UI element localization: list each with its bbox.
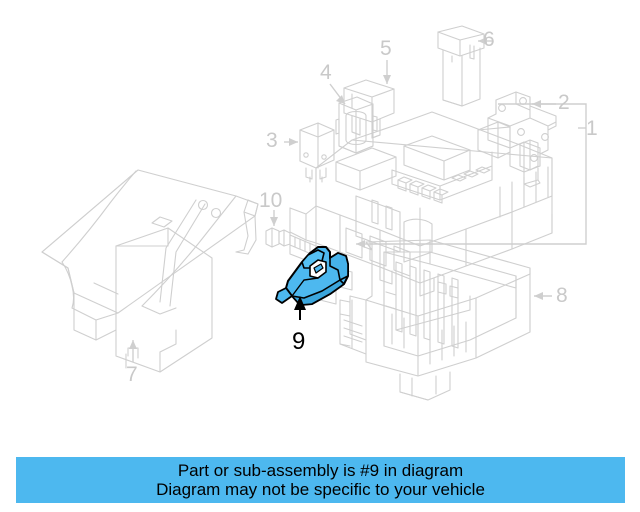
callout-label-4: 4 xyxy=(320,61,332,84)
part-1-fuse-relay-box xyxy=(289,111,553,297)
banner-line-1: Part or sub-assembly is #9 in diagram xyxy=(177,460,464,480)
part-7-upper-cover xyxy=(41,169,259,373)
banner-line-2: Diagram may not be specific to your vehi… xyxy=(156,480,485,499)
callout-leaders xyxy=(129,37,587,362)
part-6-cartridge-fuse xyxy=(437,25,485,107)
part-2-mounting-bracket xyxy=(487,91,557,188)
callout-label-9: 9 xyxy=(292,328,306,355)
part-9-highlighted-bracket xyxy=(275,246,349,306)
callout-label-10: 10 xyxy=(259,189,283,212)
callout-label-3: 3 xyxy=(266,129,278,152)
callout-label-5: 5 xyxy=(380,37,392,60)
callout-label-8: 8 xyxy=(556,284,568,307)
callout-label-7: 7 xyxy=(126,363,138,386)
callout-label-1: 1 xyxy=(586,117,598,140)
callout-label-2: 2 xyxy=(558,91,570,114)
callout-leader-9 xyxy=(294,296,306,320)
callout-label-6: 6 xyxy=(483,28,495,51)
part-3-relay xyxy=(299,122,335,183)
part-4-fuse-holder xyxy=(335,96,378,154)
part-8-lower-tray xyxy=(339,237,531,401)
info-banner: Part or sub-assembly is #9 in diagram Di… xyxy=(16,457,625,503)
part-5-blade-fuse xyxy=(343,79,395,139)
